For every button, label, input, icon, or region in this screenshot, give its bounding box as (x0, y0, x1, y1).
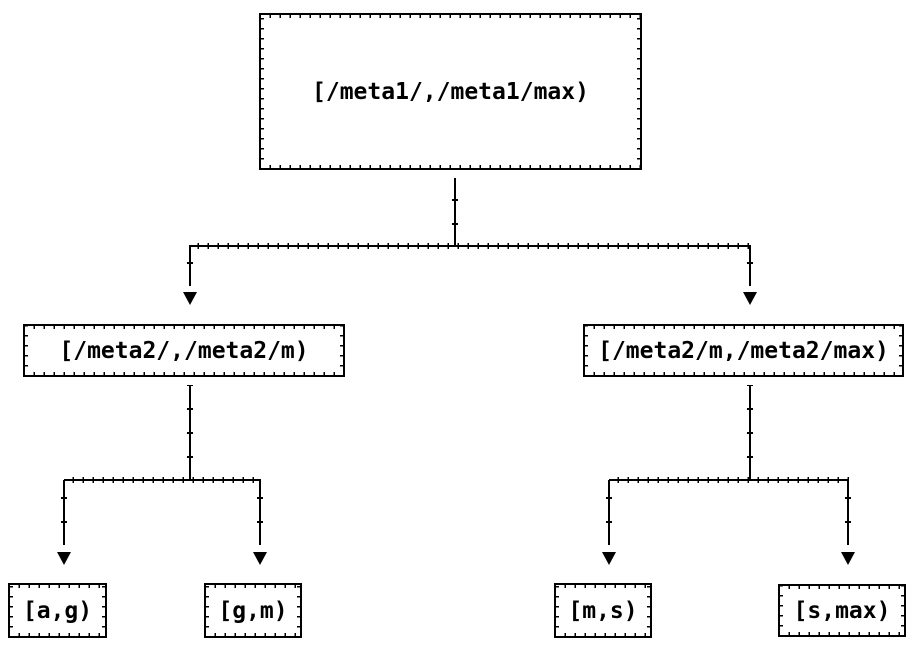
node-mid-left-label: [/meta2/,/meta2/m) (59, 337, 309, 364)
node-leaf-smax-label: [s,max) (793, 597, 891, 624)
edge-midright-stem-line (747, 385, 753, 480)
node-leaf-smax: [s,max) (778, 584, 906, 637)
edge-midright-branch-line (609, 477, 849, 483)
arrowhead-down-icon (57, 552, 71, 565)
edge-midleft-stem-line (187, 385, 193, 480)
node-mid-left: [/meta2/,/meta2/m) (23, 324, 345, 377)
arrowhead-down-icon (253, 552, 267, 565)
edge-midleft-leafgm-line (257, 480, 263, 545)
edge-midright-leafsmax-line (845, 480, 851, 545)
node-leaf-ms: [m,s) (554, 583, 652, 638)
node-mid-right-label: [/meta2/m,/meta2/max) (598, 337, 889, 364)
node-leaf-gm: [g,m) (204, 583, 302, 638)
edge-root-branch-line (189, 243, 751, 249)
edge-root-stem-line (452, 178, 458, 247)
node-leaf-ms-label: [m,s) (568, 597, 638, 624)
node-root-label: [/meta1/,/meta1/max) (312, 78, 589, 105)
edge-midright-leafms-line (606, 480, 612, 545)
arrowhead-down-icon (743, 292, 757, 305)
node-leaf-gm-label: [g,m) (218, 597, 288, 624)
node-root: [/meta1/,/meta1/max) (259, 13, 642, 170)
edge-midleft-branch-line (64, 477, 261, 483)
edge-root-midleft-line (187, 246, 193, 286)
arrowhead-down-icon (841, 552, 855, 565)
node-leaf-ag-label: [a,g) (22, 597, 93, 624)
edge-midleft-leafag-line (61, 480, 67, 545)
node-mid-right: [/meta2/m,/meta2/max) (583, 324, 904, 377)
node-leaf-ag: [a,g) (8, 583, 107, 638)
arrowhead-down-icon (183, 292, 197, 305)
edge-root-midright-line (747, 246, 753, 286)
arrowhead-down-icon (602, 552, 616, 565)
